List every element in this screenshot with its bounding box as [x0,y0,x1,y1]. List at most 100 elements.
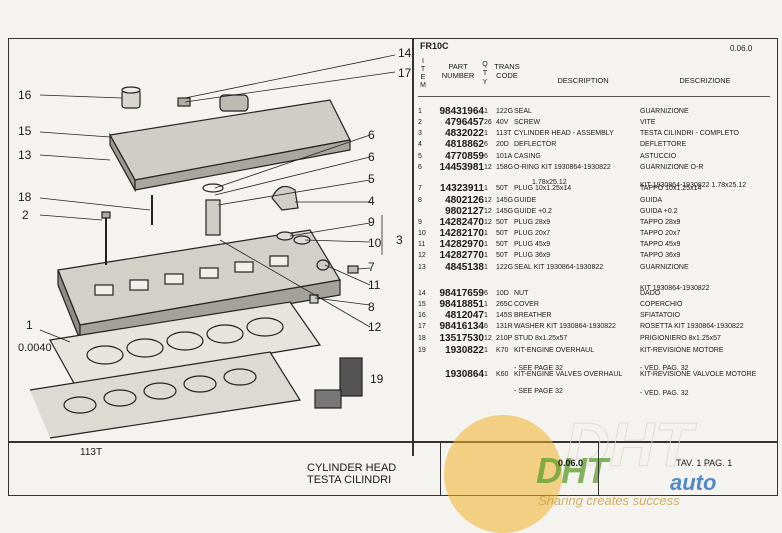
row-trans-code: 10D [496,290,509,297]
row-trans-code: 50T [496,241,509,248]
row-descrizione: GUIDA [640,197,663,204]
row-qty: 1 [484,312,488,319]
row-item-number: 3 [418,130,422,137]
row-part-number: 14282970 [439,239,485,250]
row-part-number: 14282770 [439,250,485,261]
row-trans-code: K70 [496,347,509,354]
row-qty: 1 [484,371,488,378]
footer-model-code: 113T [80,447,103,458]
row-trans-code: 145G [496,197,514,204]
row-trans-code: 145S [496,312,513,319]
row-trans-code: 113T [496,130,512,137]
row-description: SEAL KIT 1930864-1930822 [514,264,604,271]
col-header-descrizione: DESCRIZIONE [679,76,731,85]
row-trans-code: 158G [496,164,514,171]
row-descrizione: GUIDA +0.2 [640,208,678,215]
row6-desc-subline: 1.78x25.12 [532,179,567,186]
row-item-number: 1 [418,108,422,115]
row-description: GUIDE +0.2 [514,208,552,215]
row-qty: 1 [484,130,488,137]
callout-5: 5 [368,172,375,186]
row-part-number: 4812047 [445,310,484,321]
callout-0-0040: 0.0040 [18,342,52,354]
footer-tav-page: TAV. 1 PAG. 1 [676,458,733,468]
row-item-number: 12 [418,252,426,259]
row-part-number: 13517530 [439,333,485,344]
callout-4: 4 [368,194,375,208]
callout-16: 16 [18,88,32,102]
row-descrizione: GUARNIZIONE O-R [640,164,704,171]
callout-12: 12 [368,320,382,334]
row-descrizione: TAPPO 28x9 [640,219,681,226]
callout-6b: 6 [368,150,375,164]
row-descrizione: TAPPO 36x9 [640,252,681,259]
row-description: KIT-ENGINE OVERHAUL [514,347,595,354]
row-descrizione: ROSETTA KIT 1930864-1930822 [640,323,744,330]
row-part-number: 4796457 [445,117,484,128]
row-descrizione: GUARNIZIONE [640,108,689,115]
row-part-number: 98418851 [439,299,485,310]
callout-10: 10 [368,236,382,250]
column-divider [412,38,414,456]
row-description: CASING [514,153,541,160]
row-item-number: 2 [418,119,422,126]
row-description: PLUG 20x7 [514,230,551,237]
row-qty: 1 [484,301,488,308]
row-qty: 1 [484,108,488,115]
row-description: DEFLECTOR [514,141,557,148]
col-header-trans-code: TRANS CODE [494,62,520,80]
callout-9: 9 [368,215,375,229]
row-part-number: 98431964 [439,106,485,117]
row-item-number: 13 [418,264,426,271]
row-part-number: 14282170 [439,228,485,239]
row-description: WASHER KIT 1930864-1930822 [514,323,616,330]
callout-17: 17 [398,66,412,80]
row-qty: 12 [484,197,492,204]
row-trans-code: 122G [496,108,514,115]
row-part-number: 1930822 [445,345,484,356]
row-qty: 12 [484,335,492,342]
row-item-number: 17 [418,323,426,330]
row-item-number: 10 [418,230,426,237]
row-trans-code: K60 [496,371,509,378]
row-description: STUD 8x1.25x57 [514,335,568,342]
row-descrizione: TAPPO 20x7 [640,230,681,237]
parts-catalog-page: DHT DHT auto Sharing creates success [8,38,778,533]
row-qty: 6 [484,323,488,330]
row-trans-code: 40V [496,119,509,126]
row-description: PLUG 36x9 [514,252,551,259]
row-item-number: 5 [418,153,422,160]
row-trans-code: 20D [496,141,509,148]
row-part-number: 4818862 [445,139,484,150]
callout-14: 14 [398,46,412,60]
row-descrizione: TAPPO 10x1.25x14 [640,185,702,192]
row-item-number: 15 [418,301,426,308]
row19-descr-subline: - VED. PAG. 32 [640,365,689,372]
row20-descr-subline: - VED. PAG. 32 [640,390,689,397]
row-qty: 1 [484,264,488,271]
row-part-number: 14282470 [439,217,485,228]
row-descrizione: GUARNIZIONE [640,264,689,271]
row-qty: 1 [484,347,488,354]
row-qty: 6 [484,141,488,148]
row-part-number: 98416134 [439,321,485,332]
row-item-number: 19 [418,347,426,354]
row-item-number: 8 [418,197,422,204]
row-trans-code: 265C [496,301,513,308]
exploded-view-diagram [29,54,396,439]
header-rule [418,96,770,97]
row-description: PLUG 45x9 [514,241,551,248]
row-qty: 1 [484,241,488,248]
model-code: FR10C [420,41,449,51]
row-part-number: 14323911 [440,183,484,194]
callout-6a: 6 [368,128,375,142]
footer-rule [8,441,778,443]
col-header-description: DESCRIPTION [557,76,609,85]
row-description: SCREW [514,119,541,126]
watermark-tagline: Sharing creates success [538,493,680,508]
row-descrizione: COPERCHIO [640,301,683,308]
row-descrizione: DADO [640,290,661,297]
row-qty: 12 [484,208,492,215]
callout-18: 18 [18,190,32,204]
row-part-number: 4802126 [445,195,484,206]
